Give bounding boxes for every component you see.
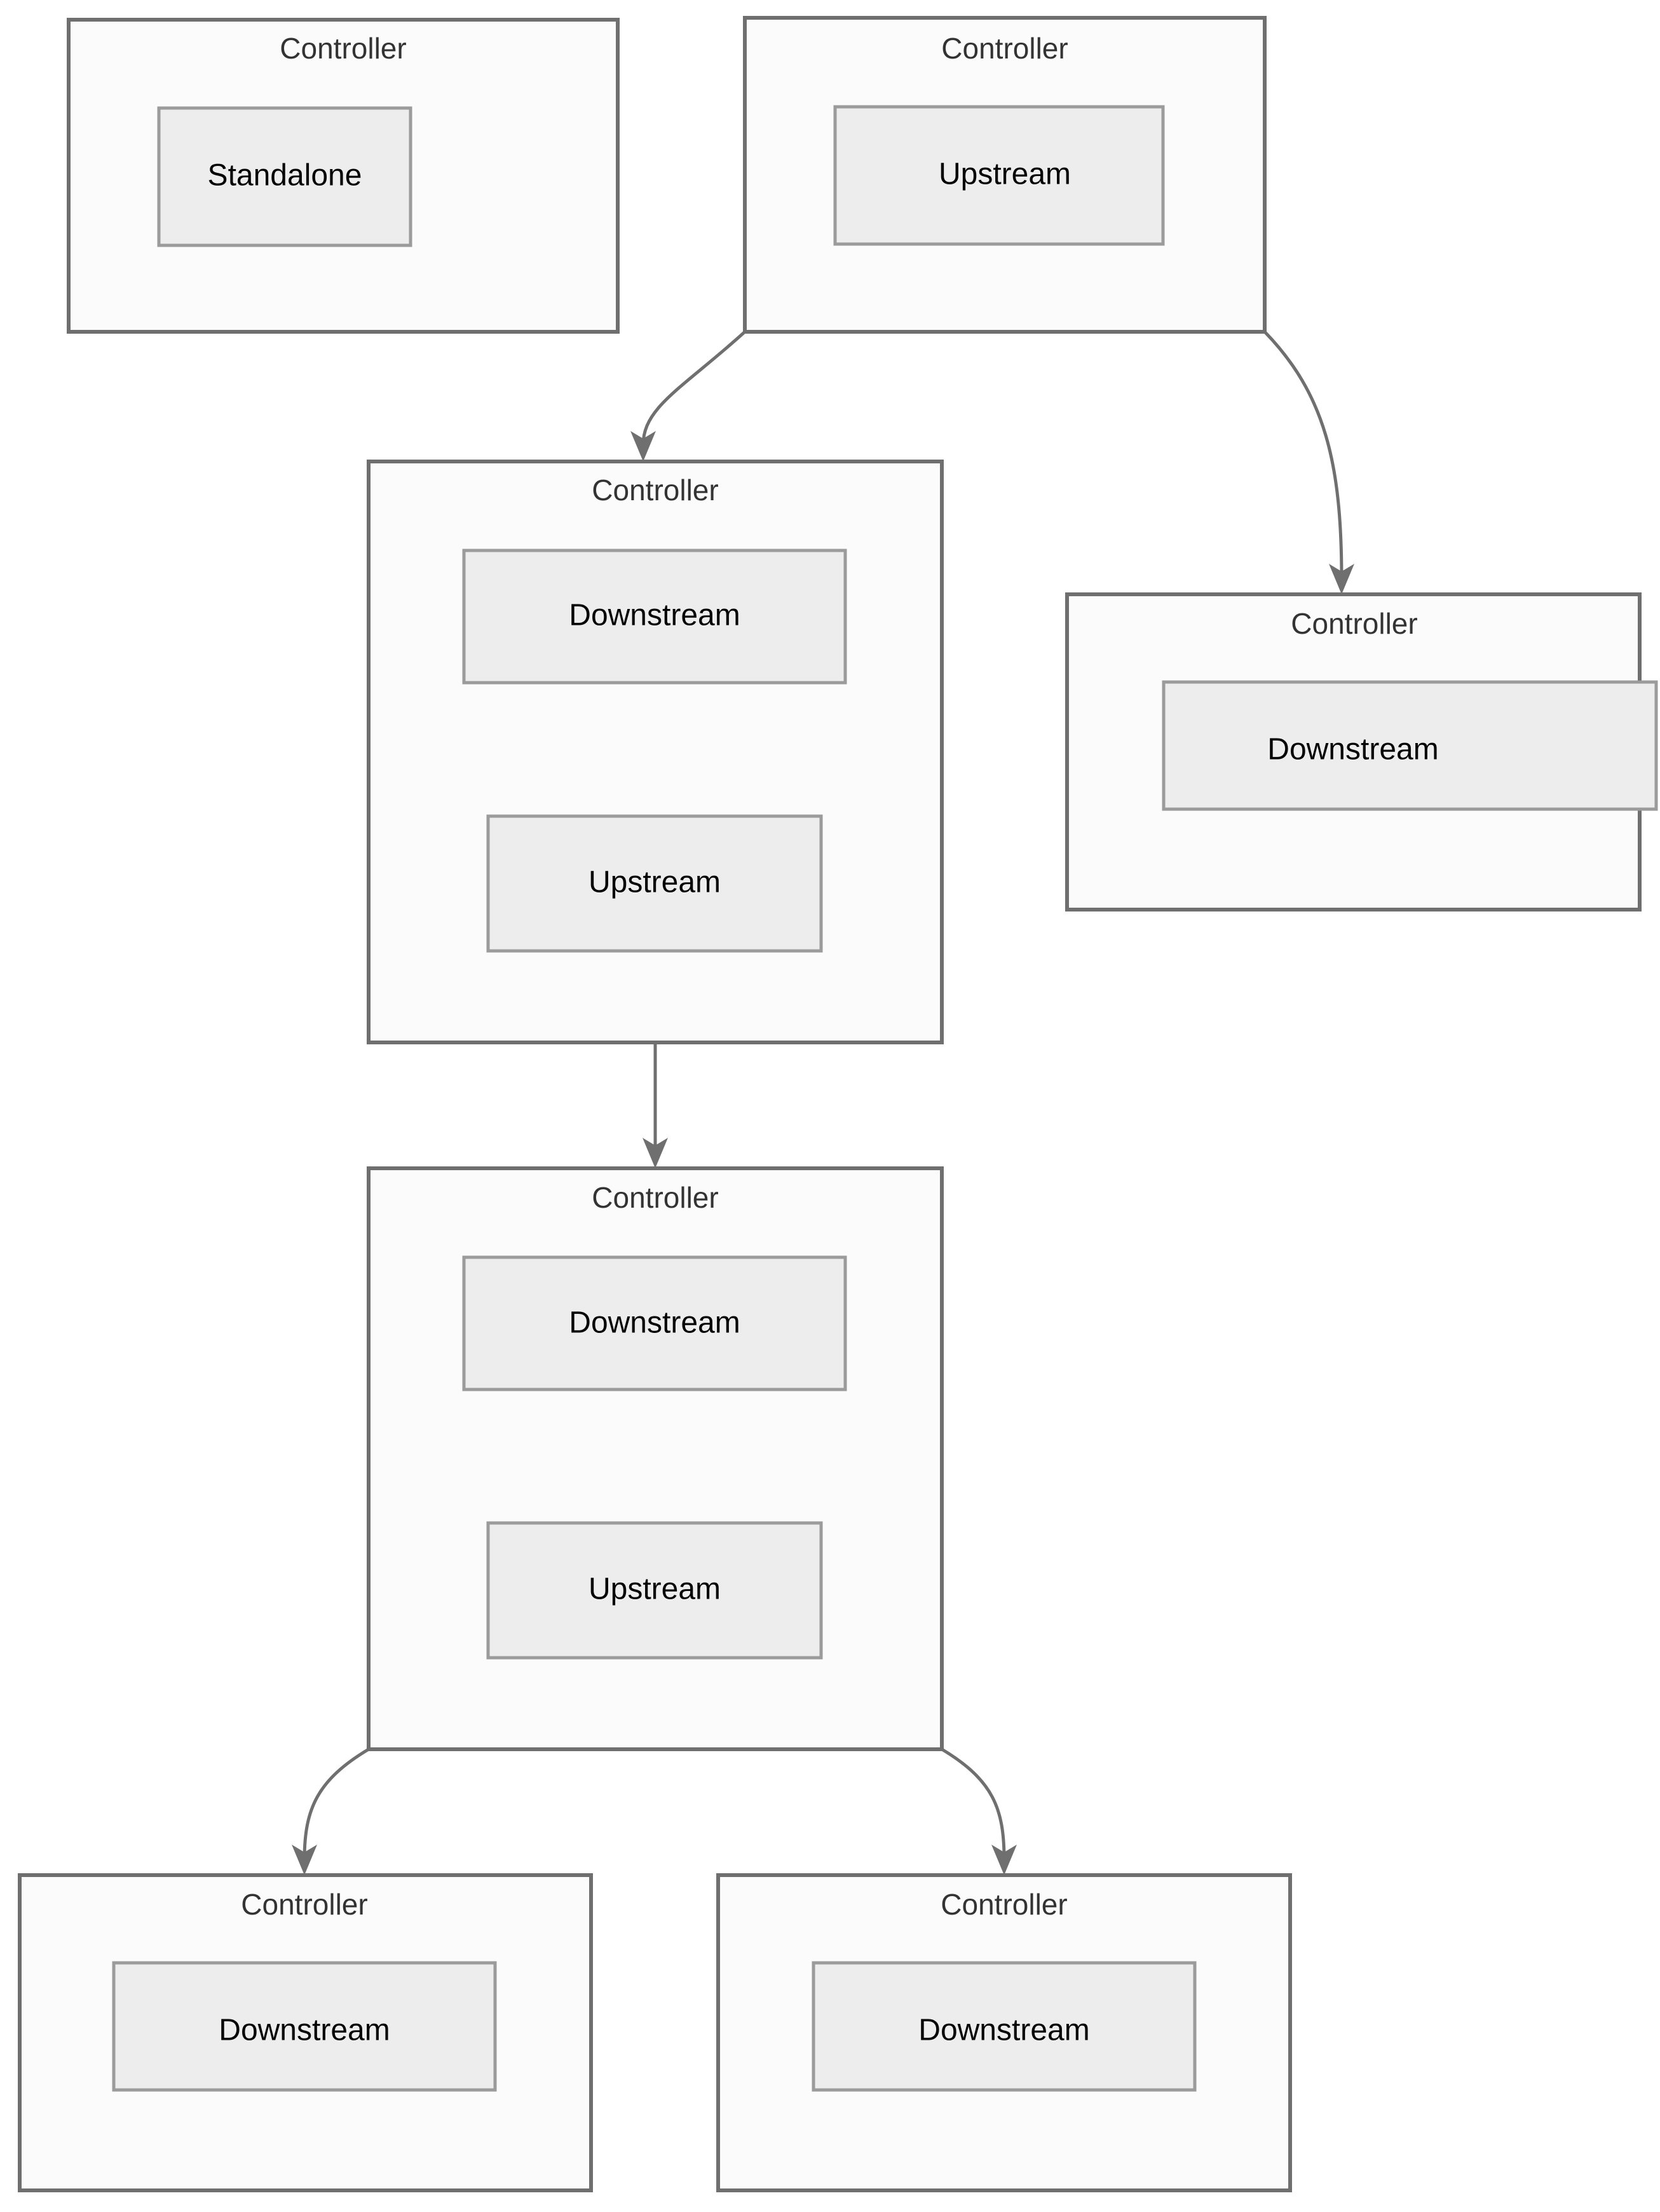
inner-role-label: Downstream [1267, 733, 1438, 767]
edge-lower-mid-to-leaf-right [941, 1747, 1017, 1875]
inner-role-box-upstream[interactable] [486, 1521, 823, 1660]
arrowhead-icon [1329, 564, 1354, 594]
edge-line [941, 1747, 1006, 1860]
inner-role-label-downstream: Downstream [569, 1306, 740, 1340]
inner-role-box-downstream[interactable] [462, 1255, 847, 1391]
controller-title: Controller [592, 474, 718, 507]
inner-role-label: Downstream [219, 2014, 390, 2047]
inner-role-label: Standalone [208, 159, 362, 193]
edge-line [641, 331, 746, 446]
node-mid-right-controller[interactable]: Controller Downstream [1065, 592, 1658, 911]
controller-title: Controller [592, 1181, 718, 1214]
node-lower-mid-controller[interactable]: Controller Downstream Upstream [367, 1166, 944, 1751]
controller-title: Controller [941, 32, 1068, 65]
inner-role-box[interactable] [833, 105, 1165, 246]
edge-layer [292, 331, 1354, 1875]
edge-line [303, 1747, 370, 1860]
controller-frame[interactable] [367, 1166, 944, 1751]
controller-frame[interactable] [367, 460, 944, 1044]
inner-role-box[interactable] [157, 106, 412, 247]
edge-mid-left-to-lower-mid [643, 1042, 668, 1168]
controller-title: Controller [1291, 607, 1417, 640]
controller-title: Controller [941, 1888, 1067, 1921]
node-leaf-right-controller[interactable]: Controller Downstream [716, 1873, 1292, 2192]
controller-title: Controller [280, 32, 406, 65]
arrowhead-icon [630, 431, 656, 461]
inner-role-label: Downstream [918, 2014, 1089, 2047]
edge-upstream-root-to-mid-right [1263, 331, 1354, 594]
inner-role-box[interactable] [812, 1961, 1197, 2092]
inner-role-label-downstream: Downstream [569, 599, 740, 632]
node-mid-left-controller[interactable]: Controller Downstream Upstream [367, 460, 944, 1044]
inner-role-box-downstream[interactable] [462, 549, 847, 685]
edge-line [1263, 331, 1344, 579]
edge-upstream-root-to-mid-left [630, 331, 746, 461]
inner-role-label: Upstream [939, 158, 1071, 191]
inner-role-box[interactable] [112, 1961, 497, 2092]
controller-title: Controller [241, 1888, 367, 1921]
inner-role-box-upstream[interactable] [486, 814, 823, 953]
node-upstream-root-controller[interactable]: Controller Upstream [743, 16, 1267, 334]
edge-lower-mid-to-leaf-left [292, 1747, 370, 1875]
node-leaf-left-controller[interactable]: Controller Downstream [18, 1873, 593, 2192]
inner-role-box[interactable] [1162, 680, 1658, 811]
node-standalone-controller[interactable]: Controller Standalone [67, 18, 620, 334]
inner-role-label-upstream: Upstream [588, 1573, 721, 1606]
arrowhead-icon [991, 1845, 1017, 1875]
arrowhead-icon [292, 1845, 317, 1875]
arrowhead-icon [643, 1138, 668, 1168]
inner-role-label-upstream: Upstream [588, 866, 721, 899]
